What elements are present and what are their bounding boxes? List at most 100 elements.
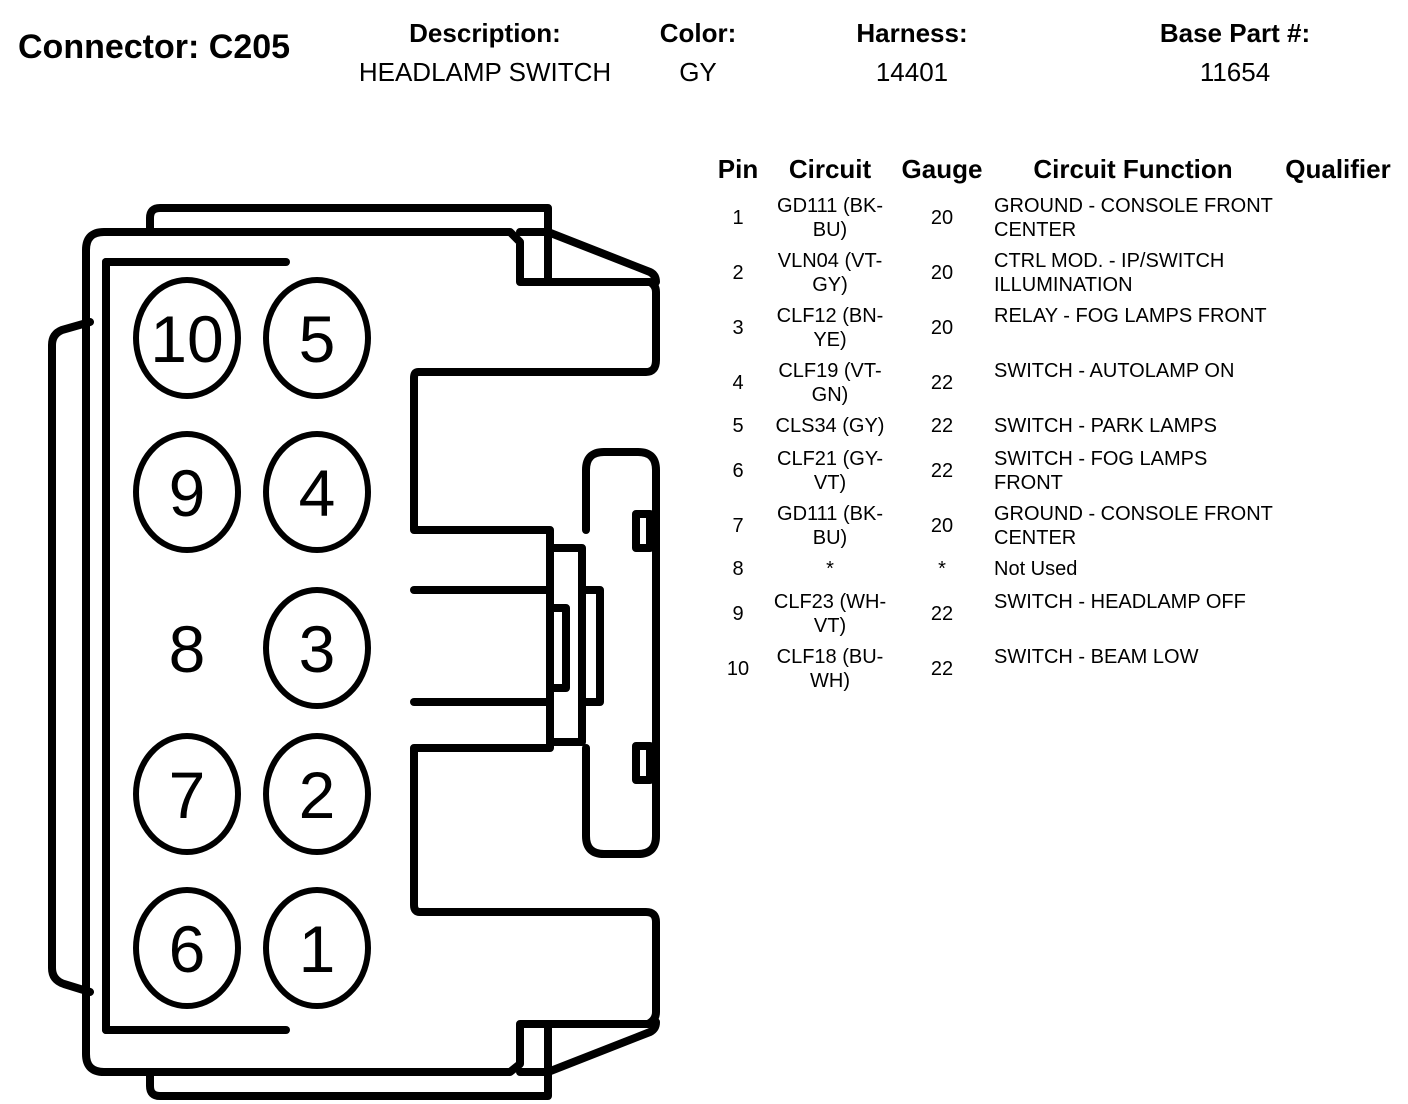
housing-top-ridge xyxy=(146,204,552,236)
housing-top-ramp xyxy=(544,228,660,286)
cavity: 6 xyxy=(133,887,241,1009)
pin-cell: 4 xyxy=(732,372,744,394)
housing-bottom-ramp xyxy=(544,1018,660,1076)
pin-cell: 6 xyxy=(732,460,744,482)
pin-cell: 2 xyxy=(732,262,744,284)
housing-outline xyxy=(82,228,660,1076)
cavity: 3 xyxy=(263,587,371,709)
cavity: 2 xyxy=(263,733,371,855)
function-cell: GROUND - CONSOLE FRONT CENTER xyxy=(994,195,1273,241)
circuit-cell: CLF19 (VT-GN) xyxy=(778,360,882,406)
housing-bottom-notch xyxy=(516,1020,552,1076)
function-cell: SWITCH - HEADLAMP OFF xyxy=(994,591,1246,613)
color-block: Color: GY xyxy=(638,18,758,88)
header-qualifier: Qualifier xyxy=(1285,154,1391,184)
cavity: 4 xyxy=(263,431,371,553)
description-value: HEADLAMP SWITCH xyxy=(358,57,612,87)
housing-lock-insert xyxy=(546,544,586,746)
circuit-cell: VLN04 (VT-GY) xyxy=(777,250,883,296)
connector-title: Connector: C205 xyxy=(18,28,291,66)
housing-left-rail xyxy=(48,318,94,996)
cavity-label: 5 xyxy=(299,302,336,376)
description-block: Description: HEADLAMP SWITCH xyxy=(345,18,625,88)
description-label: Description: xyxy=(409,18,561,48)
housing-lock-tab-bottom xyxy=(632,742,654,784)
gauge-cell: 22 xyxy=(930,658,954,680)
harness-block: Harness: 14401 xyxy=(822,18,1002,88)
pin-cell: 1 xyxy=(732,207,744,229)
cavity: 9 xyxy=(133,431,241,553)
color-label: Color: xyxy=(659,18,737,48)
gauge-cell: 20 xyxy=(930,317,954,339)
cavity-label: 8 xyxy=(169,612,206,686)
circuit-cell: GD111 (BK-BU) xyxy=(777,503,883,549)
pin-cell: 9 xyxy=(732,603,744,625)
function-cell: Not Used xyxy=(994,558,1078,580)
harness-value: 14401 xyxy=(875,57,949,87)
gauge-cell: 22 xyxy=(930,460,954,482)
function-cell: CTRL MOD. - IP/SWITCH ILLUMINATION xyxy=(994,250,1225,296)
cavity-grid: 10 5 9 4 8 3 7 2 6 1 xyxy=(133,277,371,1009)
cavity-circle xyxy=(263,733,371,855)
pin-cell: 8 xyxy=(732,558,744,580)
connector-housing xyxy=(48,204,660,1100)
circuit-cell: CLF12 (BN-YE) xyxy=(776,305,884,351)
cavity-label: 6 xyxy=(169,912,206,986)
cavity: 5 xyxy=(263,277,371,399)
gauge-cell: 20 xyxy=(930,262,954,284)
cavity-circle xyxy=(133,431,241,553)
header-gauge: Gauge xyxy=(901,154,983,184)
function-cell: SWITCH - PARK LAMPS xyxy=(994,415,1217,437)
function-cell: RELAY - FOG LAMPS FRONT xyxy=(994,305,1267,327)
gauge-cell: * xyxy=(938,558,946,580)
header-circuit-function: Circuit Function xyxy=(1033,154,1233,184)
cavity-label: 3 xyxy=(299,612,336,686)
pin-cell: 5 xyxy=(732,415,744,437)
base-part-block: Base Part #: 11654 xyxy=(1125,18,1345,88)
pin-cell: 3 xyxy=(732,317,744,339)
circuit-cell: CLF23 (WH-VT) xyxy=(773,591,887,637)
circuit-cell: CLS34 (GY) xyxy=(775,415,885,437)
housing-bottom-ridge xyxy=(146,1068,552,1100)
gauge-cell: 20 xyxy=(930,207,954,229)
base-part-label: Base Part #: xyxy=(1159,18,1311,48)
base-part-value: 11654 xyxy=(1199,57,1271,87)
housing-lock-slot xyxy=(546,604,570,692)
color-value: GY xyxy=(679,57,717,87)
pin-cell: 10 xyxy=(726,658,750,680)
cavity-circle xyxy=(263,887,371,1009)
cavity-label: 1 xyxy=(299,912,336,986)
function-cell: SWITCH - FOG LAMPS FRONT xyxy=(994,448,1208,494)
cavity: 1 xyxy=(263,887,371,1009)
gauge-cell: 22 xyxy=(930,415,954,437)
gauge-cell: 20 xyxy=(930,515,954,537)
gauge-cell: 22 xyxy=(930,372,954,394)
cavity: 10 xyxy=(133,277,241,399)
function-cell: SWITCH - BEAM LOW xyxy=(994,646,1199,668)
header-pin: Pin xyxy=(717,154,759,184)
cavity-label: 2 xyxy=(299,758,336,832)
housing-top-notch xyxy=(516,228,552,286)
cavity-label: 4 xyxy=(299,456,336,530)
pin-cell: 7 xyxy=(732,515,744,537)
cavity: 8 xyxy=(169,612,206,686)
cavity-circle xyxy=(263,587,371,709)
housing-lock-tab-top xyxy=(632,510,654,552)
cavity-label: 10 xyxy=(150,302,223,376)
cavity-label: 7 xyxy=(169,758,206,832)
circuit-cell: CLF21 (GY-VT) xyxy=(777,448,883,494)
harness-label: Harness: xyxy=(856,18,968,48)
cavity-circle xyxy=(133,277,241,399)
cavity-circle xyxy=(133,733,241,855)
cavity-label: 9 xyxy=(169,456,206,530)
function-cell: SWITCH - AUTOLAMP ON xyxy=(994,360,1235,382)
cavity-circle xyxy=(263,431,371,553)
housing-lock-key xyxy=(578,586,604,706)
circuit-cell: * xyxy=(826,558,834,580)
header-circuit: Circuit xyxy=(788,154,872,184)
connector-face-diagram: 10 5 9 4 8 3 7 2 6 1 xyxy=(48,204,660,1100)
cavity-circle xyxy=(133,887,241,1009)
function-cell: GROUND - CONSOLE FRONT CENTER xyxy=(994,503,1273,549)
cavity-circle xyxy=(263,277,371,399)
cavity: 7 xyxy=(133,733,241,855)
